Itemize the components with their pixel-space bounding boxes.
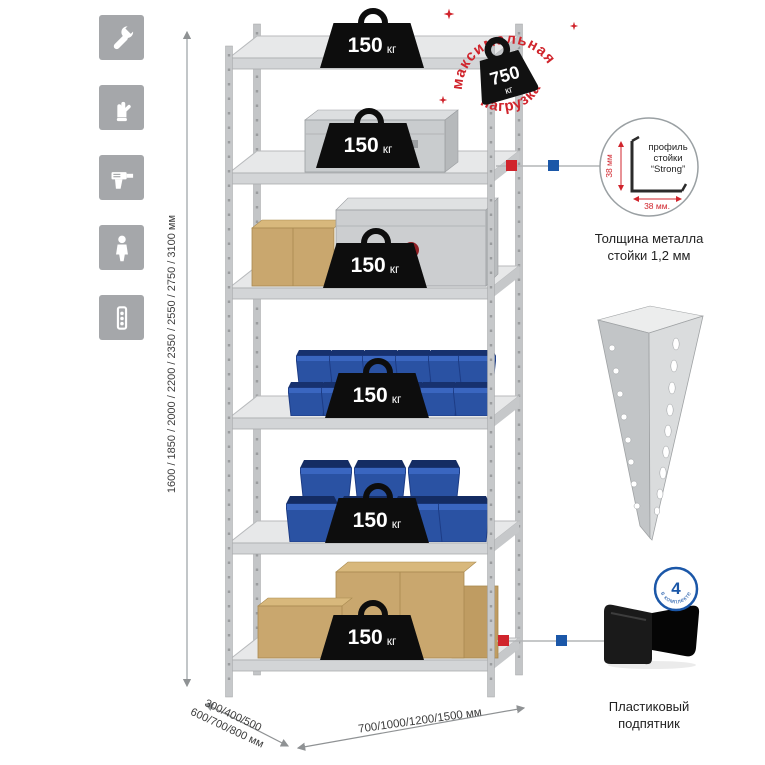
blue-marker-square [556, 635, 567, 646]
red-marker-square [498, 635, 509, 646]
blue-marker-square [548, 160, 559, 171]
load-unit: кг [391, 392, 402, 406]
gloves-icon [116, 101, 131, 121]
angle-post-illustration [596, 305, 704, 541]
level-icon [116, 305, 127, 330]
feature-tile-person [99, 225, 144, 270]
profile-dim-width: 38 мм. [644, 201, 670, 211]
included-count-badge: 4 в комплекте [653, 566, 699, 612]
stamp-unit: кг [504, 84, 515, 97]
feature-tile-gloves [99, 85, 144, 130]
profile-detail: 38 мм 38 мм. профиль стойки “Strong” [599, 117, 699, 217]
profile-caption-line2: стойки 1,2 мм [607, 248, 691, 263]
load-value: 150 [350, 253, 386, 277]
profile-label-2: стойки [653, 153, 682, 164]
drill-icon [111, 171, 133, 189]
foot-caption-line2: подпятник [618, 716, 680, 731]
callout-foot [497, 635, 606, 646]
callout-profile [496, 160, 600, 171]
profile-label-3: “Strong” [651, 164, 685, 175]
feature-tile-level [99, 295, 144, 340]
feature-tile-tools [99, 15, 144, 60]
foot-caption-line1: Пластиковый [608, 699, 690, 714]
load-unit: кг [391, 517, 402, 531]
feature-tile-drill [99, 155, 144, 200]
back-posts [253, 23, 523, 676]
plastic-foot-illustration: 4 в комплекте [604, 566, 700, 669]
load-unit: кг [386, 42, 397, 56]
load-unit: кг [386, 634, 397, 648]
profile-caption: Толщина металла стойки 1,2 мм [559, 230, 739, 264]
cardboard-box [251, 219, 345, 287]
load-unit: кг [382, 142, 393, 156]
load-value: 150 [352, 383, 388, 407]
wrench-icon [113, 23, 136, 49]
foot-caption: Пластиковый подпятник [559, 698, 739, 732]
profile-dim-height: 38 мм [604, 154, 614, 178]
red-marker-square [506, 160, 517, 171]
person-icon [115, 235, 128, 261]
badge-count: 4 [671, 579, 681, 598]
max-load-stamp: максимальная нагрузка 750 кг [437, 17, 561, 123]
load-value: 150 [347, 625, 383, 649]
weight-body-icon [479, 49, 539, 105]
profile-caption-line1: Толщина металла [594, 231, 704, 246]
load-value: 150 [352, 508, 388, 532]
profile-label-1: профиль [648, 142, 687, 153]
bottom-dimension-lines [204, 703, 526, 751]
load-value: 150 [347, 33, 383, 57]
load-unit: кг [389, 262, 400, 276]
load-value: 150 [343, 133, 379, 157]
